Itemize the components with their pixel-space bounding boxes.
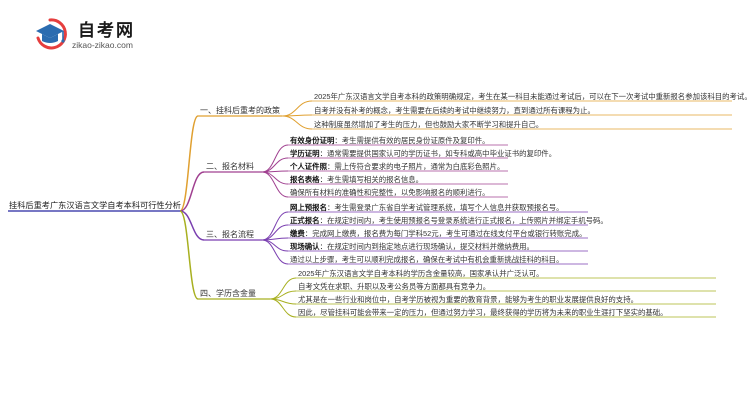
branch-1-to-item-3: [281, 115, 313, 130]
branch-label-value[interactable]: 四、学历含金量: [200, 289, 256, 298]
policy-item-2: 自考并没有补考的概念，考生需要在后续的考试中继续努力，直到通过所有课程为止。: [314, 106, 595, 115]
materials-item-3: 个人证件照：需上传符合要求的电子照片，通常为白底彩色照片。: [290, 162, 504, 171]
process-item-5: 通过以上步骤，考生可以顺利完成报名，确保在考试中有机会重新挑战挂科的科目。: [290, 255, 564, 264]
branch-3-to-item-5: [261, 239, 289, 265]
root-to-branch-1: [179, 115, 199, 212]
branch-3-to-item-4: [261, 239, 289, 252]
process-text-3: ：完成网上缴费，报名费为每门学科52元，考生可通过在线支付平台或银行转账完成。: [304, 229, 587, 238]
branch-4-to-item-1: [269, 277, 297, 300]
process-key-1: 网上预报名: [290, 203, 327, 212]
process-item-1: 网上预报名：考生需登录广东省自学考试管理系统，填写个人信息并获取预报名号。: [290, 203, 563, 212]
materials-item-5: 确保所有材料的准确性和完整性，以免影响报名的顺利进行。: [290, 188, 490, 197]
value-item-4: 因此，尽管挂科可能会带来一定的压力，但通过努力学习，最终获得的学历将为未来的职业…: [298, 308, 668, 317]
policy-item-3: 这种制度虽然增加了考生的压力，但也鼓励大家不断学习和提升自己。: [314, 120, 544, 129]
materials-key-2: 学历证明: [290, 149, 320, 158]
materials-text-2: ：通常需要提供国家认可的学历证书，如专科或高中毕业证书的复印件。: [319, 149, 557, 158]
branch-label-policy[interactable]: 一、挂科后重考的政策: [200, 106, 280, 115]
branch-3-to-item-1: [261, 211, 289, 241]
process-text-2: ：在规定时间内，考生使用预报名号登录系统进行正式报名，上传照片并绑定手机号码。: [319, 216, 608, 225]
site-logo[interactable]: 自考网 zikao-zikao.com: [30, 14, 140, 58]
branch-2-to-item-2: [261, 157, 289, 173]
branch-1-to-item-1: [281, 100, 313, 117]
materials-item-4: 报名表格：考生需填写相关的报名信息。: [290, 175, 423, 184]
materials-text-4: ：考生需填写相关的报名信息。: [319, 175, 424, 184]
process-key-2: 正式报名: [290, 216, 320, 225]
value-item-2: 自考文凭在求职、升职以及考公务员等方面都具有竞争力。: [298, 282, 491, 291]
root-topic[interactable]: 挂科后重考广东汉语言文学自考本科可行性分析: [9, 201, 181, 210]
root-to-branch-2: [179, 171, 205, 212]
policy-item-1: 2025年广东汉语言文学自考本科的政策明确规定，考生在某一科目未能通过考试后，可…: [314, 92, 750, 101]
materials-key-3: 个人证件照: [290, 162, 327, 171]
branch-2-to-item-1: [261, 144, 289, 173]
branch-2-to-item-5: [261, 171, 289, 198]
root-to-branch-3: [179, 210, 205, 241]
materials-key-1: 有效身份证明: [290, 136, 335, 145]
value-item-3: 尤其是在一些行业和岗位中，自考学历被视为重要的教育背景，能够为考生的职业发展提供…: [298, 295, 638, 304]
materials-text-3: ：需上传符合要求的电子照片，通常为白底彩色照片。: [326, 162, 505, 171]
process-item-4: 现场确认：在规定时间内到指定地点进行现场确认，提交材料并缴纳费用。: [290, 242, 534, 251]
materials-item-2: 学历证明：通常需要提供国家认可的学历证书，如专科或高中毕业证书的复印件。: [290, 149, 556, 158]
logo-title: 自考网: [78, 21, 135, 40]
process-key-4: 现场确认: [290, 242, 320, 251]
value-item-1: 2025年广东汉语言文学自考本科的学历含金量较高，国家承认并广泛认可。: [298, 269, 544, 278]
branch-2-to-item-4: [261, 171, 289, 185]
materials-key-4: 报名表格: [290, 175, 320, 184]
logo-domain: zikao-zikao.com: [72, 40, 133, 50]
process-text-4: ：在规定时间内到指定地点进行现场确认，提交材料并缴纳费用。: [319, 242, 534, 251]
branch-label-process[interactable]: 三、报名流程: [206, 230, 254, 239]
branch-4-to-item-4: [269, 298, 297, 318]
graduation-cap-icon: [36, 18, 67, 50]
root-to-branch-4: [179, 210, 199, 300]
branch-label-materials[interactable]: 二、报名材料: [206, 162, 254, 171]
materials-text-1: ：考生需提供有效的居民身份证原件及复印件。: [334, 136, 490, 145]
process-key-3: 缴费: [290, 229, 305, 238]
materials-item-1: 有效身份证明：考生需提供有效的居民身份证原件及复印件。: [290, 136, 490, 145]
process-item-2: 正式报名：在规定时间内，考生使用预报名号登录系统进行正式报名，上传照片并绑定手机…: [290, 216, 608, 225]
process-text-1: ：考生需登录广东省自学考试管理系统，填写个人信息并获取预报名号。: [326, 203, 564, 212]
process-item-3: 缴费：完成网上缴费，报名费为每门学科52元，考生可通过在线支付平台或银行转账完成…: [290, 229, 586, 238]
